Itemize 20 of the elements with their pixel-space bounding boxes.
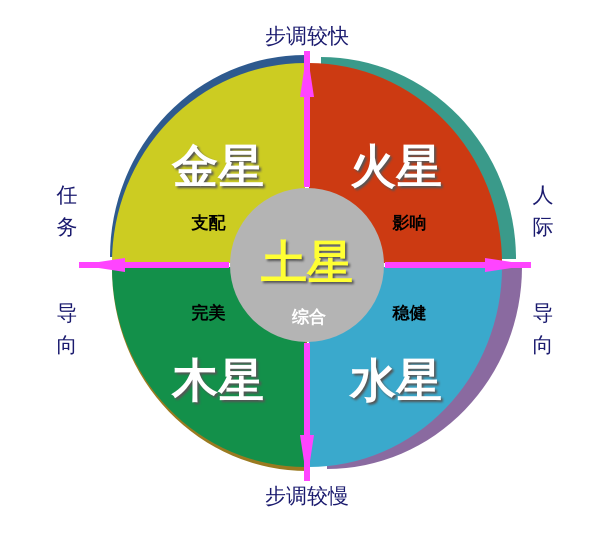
axis-label: 导向 [532, 300, 554, 359]
quadrant-title: 木星 [172, 352, 264, 409]
center-subtitle: 综合 [292, 306, 326, 328]
arrow [385, 258, 531, 272]
arrow [300, 51, 314, 187]
axis-label: 任务 [56, 182, 78, 241]
quadrant-subtitle: 影响 [392, 212, 426, 234]
axis-label: 导向 [56, 300, 78, 359]
quadrant-subtitle: 稳健 [392, 302, 426, 324]
arrow [79, 258, 229, 272]
axis-label: 步调较慢 [265, 482, 349, 510]
center-title: 土星 [261, 234, 353, 291]
quadrant-title: 火星 [350, 138, 442, 195]
arrow [300, 343, 314, 481]
quadrant-title: 金星 [172, 138, 264, 195]
quadrant-title: 水星 [350, 352, 442, 409]
axis-label: 人际 [532, 182, 554, 241]
axis-label: 步调较快 [265, 22, 349, 50]
quadrant-subtitle: 完美 [192, 302, 226, 324]
quadrant-subtitle: 支配 [192, 212, 226, 234]
